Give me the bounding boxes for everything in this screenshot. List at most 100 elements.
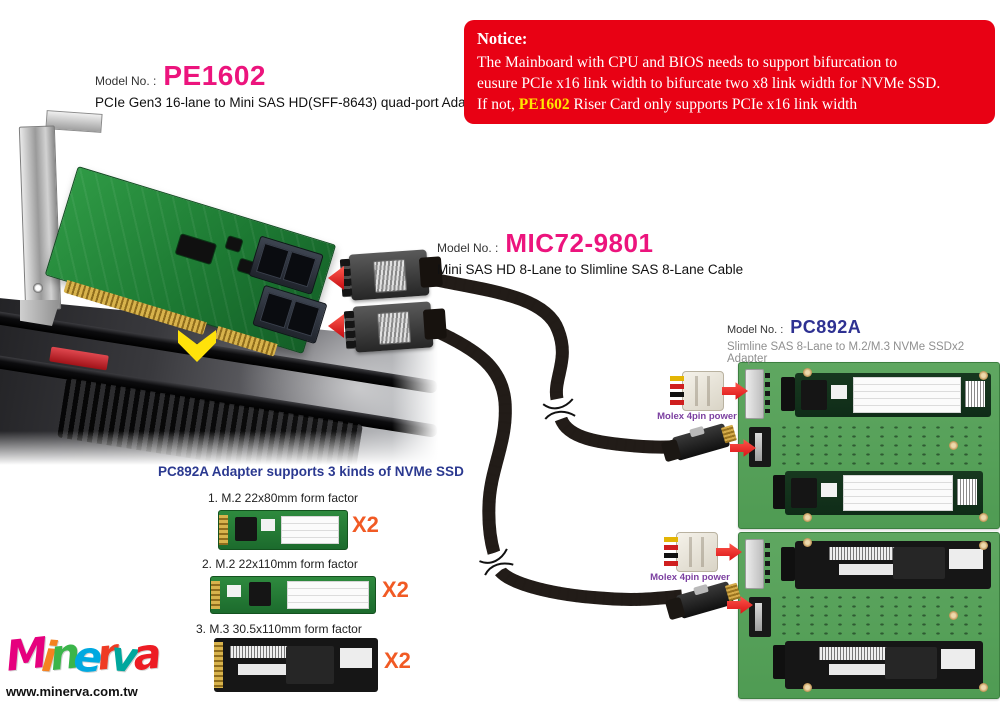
nand-chip bbox=[893, 547, 945, 579]
ssd-item-3-label: 3. M.3 30.5x110mm form factor bbox=[196, 622, 362, 636]
ssd-section-heading: PC892A Adapter supports 3 kinds of NVMe … bbox=[158, 464, 464, 479]
ssd-controller-chip bbox=[249, 582, 271, 606]
ssd-item-3-qty: X2 bbox=[384, 648, 411, 673]
model-no-label: Model No. : bbox=[95, 74, 157, 88]
notice-line-3: If not, PE1602 Riser Card only supports … bbox=[477, 94, 982, 115]
pc892a-model-row: Model No. : PC892A bbox=[727, 317, 1000, 338]
slimline-sas-connector-2 bbox=[664, 581, 735, 621]
notice-line-2: eusure PCIe x16 link width to bifurcate … bbox=[477, 75, 941, 92]
molex-wires bbox=[664, 533, 678, 571]
m2-socket-2 bbox=[773, 475, 787, 509]
m2-socket-1 bbox=[781, 377, 795, 411]
cable-boot bbox=[660, 438, 682, 463]
m3-socket-2 bbox=[773, 645, 787, 679]
notice-title: Notice: bbox=[477, 29, 528, 48]
cable-break-mark-2 bbox=[476, 547, 516, 577]
screw-hole bbox=[979, 541, 988, 550]
ssd-item-3-image bbox=[214, 638, 378, 692]
power-port bbox=[745, 539, 764, 589]
screw-hole bbox=[803, 368, 812, 377]
ssd-sticker bbox=[831, 385, 847, 399]
ssd-label bbox=[843, 475, 953, 511]
mini-sas-port-1 bbox=[248, 235, 324, 295]
screw-hole bbox=[979, 513, 988, 522]
notice-line3-prefix: If not, bbox=[477, 96, 519, 113]
mic72-description: Mini SAS HD 8-Lane to Slimline SAS 8-Lan… bbox=[437, 262, 744, 277]
power-pins bbox=[765, 373, 770, 413]
screw-hole bbox=[803, 538, 812, 547]
m3-ssd-module-1 bbox=[795, 541, 991, 589]
screw-hole bbox=[803, 513, 812, 522]
m2-ssd-module-1 bbox=[795, 373, 991, 417]
screw-hole bbox=[979, 371, 988, 380]
ssd-label bbox=[853, 377, 961, 413]
gold-edge-connector bbox=[219, 515, 228, 545]
pc892a-adapter-board-2 bbox=[738, 532, 1000, 699]
m2-ssd-module-2 bbox=[785, 471, 983, 515]
smd-components bbox=[777, 593, 991, 635]
ssd-controller-chip bbox=[235, 517, 257, 541]
ssd-barcode bbox=[965, 381, 985, 407]
cable-sleeve bbox=[422, 308, 447, 340]
molex-power-label-1: Molex 4pin power bbox=[657, 411, 737, 422]
ssd-controller-chip bbox=[791, 478, 817, 508]
ssd-controller-chip bbox=[801, 380, 827, 410]
screw-hole bbox=[949, 611, 958, 620]
ssd-label bbox=[287, 581, 369, 609]
notice-box: Notice: The Mainboard with CPU and BIOS … bbox=[464, 20, 995, 124]
ssd-sticker bbox=[261, 519, 275, 531]
mic72-model-row: Model No. : MIC72-9801 bbox=[437, 228, 743, 259]
pc892a-heading: Model No. : PC892A Slimline SAS 8-Lane t… bbox=[727, 317, 1000, 365]
pe1602-model-number: PE1602 bbox=[163, 60, 266, 91]
pe1602-heading: Model No. : PE1602 PCIe Gen3 16-lane to … bbox=[95, 60, 489, 110]
mini-sas-port-2 bbox=[252, 284, 328, 345]
molex-4pin-connector-1 bbox=[670, 371, 724, 411]
gold-edge-connector bbox=[211, 581, 220, 609]
ssd-item-1-label: 1. M.2 22x80mm form factor bbox=[208, 491, 359, 505]
pe1602-model-row: Model No. : PE1602 bbox=[95, 60, 489, 92]
power-pins bbox=[765, 543, 770, 583]
ssd-qr-label bbox=[941, 649, 975, 669]
pe1602-description: PCIe Gen3 16-lane to Mini SAS HD(SFF-864… bbox=[95, 95, 489, 110]
mini-sas-hd-cable-connector-2 bbox=[352, 301, 447, 353]
ssd-barcode bbox=[957, 479, 977, 505]
ssd-qr-label bbox=[949, 549, 983, 569]
pc892a-description: Slimline SAS 8-Lane to M.2/M.3 NVMe SSDx… bbox=[727, 341, 965, 365]
cable-boot bbox=[664, 596, 686, 621]
ssd-qr-label bbox=[340, 648, 372, 668]
chip-small-1 bbox=[225, 236, 243, 252]
website-url: www.minerva.com.tw bbox=[6, 684, 138, 699]
mic72-model-number: MIC72-9801 bbox=[505, 228, 654, 258]
minerva-logo: Minerva bbox=[4, 628, 158, 682]
ssd-item-2-label: 2. M.2 22x110mm form factor bbox=[202, 557, 358, 571]
ssd-item-1-qty: X2 bbox=[352, 512, 379, 537]
cable-break-mark-1 bbox=[540, 397, 578, 421]
ssd-label bbox=[281, 516, 339, 544]
ssd-label bbox=[839, 564, 909, 575]
model-no-label: Model No. : bbox=[437, 241, 499, 255]
screw-hole bbox=[949, 441, 958, 450]
model-no-label: Model No. : bbox=[727, 324, 784, 336]
nand-chip bbox=[286, 646, 334, 684]
screw-hole bbox=[803, 683, 812, 692]
ssd-item-2-image bbox=[210, 576, 376, 614]
pc892a-adapter-board-1 bbox=[738, 362, 1000, 529]
ssd-label bbox=[238, 664, 296, 675]
m3-ssd-module-2 bbox=[785, 641, 983, 689]
ssd-sticker bbox=[227, 585, 241, 597]
m3-socket-1 bbox=[781, 547, 795, 581]
smd-components bbox=[777, 423, 991, 465]
gold-edge-connector bbox=[214, 642, 223, 688]
bracket-screw-hole bbox=[33, 283, 43, 293]
logo-letter: a bbox=[130, 628, 158, 681]
ssd-barcode-label bbox=[230, 646, 296, 658]
notice-line3-model: PE1602 bbox=[518, 96, 570, 113]
bracket-foot bbox=[20, 300, 60, 326]
screw-hole bbox=[979, 683, 988, 692]
slimline-port bbox=[749, 427, 771, 467]
notice-line3-suffix: Riser Card only supports PCIe x16 link w… bbox=[569, 96, 858, 113]
mic72-heading: Model No. : MIC72-9801 Mini SAS HD 8-Lan… bbox=[437, 228, 743, 277]
molex-power-label-2: Molex 4pin power bbox=[650, 572, 730, 583]
pc892a-model-number: PC892A bbox=[790, 317, 862, 337]
mini-sas-hd-cable-connector-1 bbox=[348, 249, 443, 301]
